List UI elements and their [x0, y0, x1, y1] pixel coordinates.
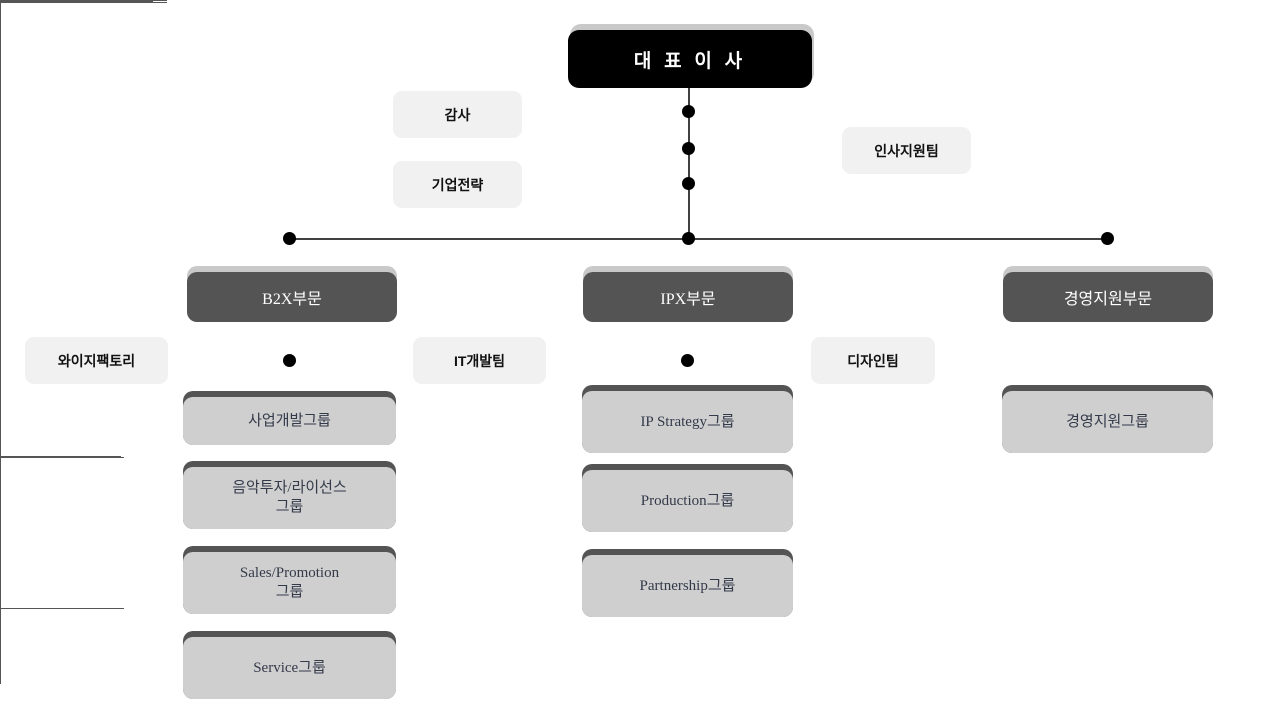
- group-box-b2x-2[interactable]: Sales/Promotion 그룹: [183, 552, 396, 614]
- group-label-ipx-0: IP Strategy그룹: [640, 413, 735, 430]
- side-unit-label-design: 디자인팀: [847, 352, 899, 369]
- division-drop-ipx: [0, 39, 1, 75]
- ipx-spine-line: [0, 458, 1, 608]
- side-unit-connector-ygfactory: [0, 456, 121, 457]
- staff-connector-audit: [0, 0, 167, 1]
- division-bus-line: [289, 238, 1108, 240]
- group-box-b2x-1[interactable]: 음악투자/라이선스 그룹: [183, 467, 396, 529]
- staff-box-audit[interactable]: 감사: [393, 91, 522, 138]
- side-unit-box-ygfactory[interactable]: 와이지팩토리: [25, 337, 168, 384]
- division-node-ipx: [682, 232, 695, 245]
- staff-node-strategy: [682, 177, 695, 190]
- ceo-spine-line: [688, 88, 690, 240]
- division-label-admin: 경영지원부문: [1063, 291, 1153, 308]
- group-label-ipx-2: Partnership그룹: [639, 577, 736, 594]
- staff-label-hr: 인사지원팀: [874, 142, 939, 159]
- side-unit-connector-design: [0, 608, 124, 609]
- division-box-b2x[interactable]: B2X부문: [187, 272, 397, 322]
- group-box-ipx-0[interactable]: IP Strategy그룹: [582, 391, 793, 453]
- group-box-ipx-2[interactable]: Partnership그룹: [582, 555, 793, 617]
- group-label-b2x-3: Service그룹: [253, 659, 326, 676]
- division-box-admin[interactable]: 경영지원부문: [1003, 272, 1213, 322]
- division-box-ipx[interactable]: IPX부문: [583, 272, 793, 322]
- side-unit-node-ipx: [681, 354, 694, 367]
- staff-label-strategy: 기업전략: [431, 176, 484, 193]
- staff-box-hr[interactable]: 인사지원팀: [842, 127, 971, 174]
- side-unit-label-ygfactory: 와이지팩토리: [57, 352, 136, 369]
- group-label-b2x-1-line1: 음악투자/라이선스: [232, 480, 347, 497]
- side-unit-box-design[interactable]: 디자인팀: [811, 337, 935, 384]
- group-label-b2x-1-line2: 그룹: [275, 499, 304, 515]
- side-unit-box-itdev[interactable]: IT개발팀: [413, 337, 546, 384]
- division-label-b2x: B2X부문: [262, 291, 322, 308]
- group-label-b2x-0: 사업개발그룹: [248, 412, 331, 429]
- side-unit-connector-itdev: [0, 457, 124, 458]
- group-label-b2x-2-line2: 그룹: [275, 584, 304, 600]
- group-label-b2x-2-line1: Sales/Promotion: [239, 565, 340, 582]
- division-drop-b2x: [0, 3, 1, 39]
- division-label-ipx: IPX부문: [660, 291, 716, 308]
- staff-box-strategy[interactable]: 기업전략: [393, 161, 522, 208]
- group-box-b2x-0[interactable]: 사업개발그룹: [183, 397, 396, 445]
- group-box-ipx-1[interactable]: Production그룹: [582, 470, 793, 532]
- side-unit-node-b2x: [283, 354, 296, 367]
- admin-spine-line: [0, 609, 1, 684]
- b2x-spine-line: [0, 111, 1, 456]
- division-node-admin: [1101, 232, 1114, 245]
- staff-label-audit: 감사: [444, 106, 471, 123]
- ceo-label: 대 표 이 사: [633, 50, 747, 72]
- group-box-b2x-3[interactable]: Service그룹: [183, 637, 396, 699]
- staff-node-hr: [682, 142, 695, 155]
- group-label-admin-0: 경영지원그룹: [1066, 413, 1149, 430]
- side-unit-label-itdev: IT개발팀: [453, 352, 506, 369]
- division-node-b2x: [283, 232, 296, 245]
- staff-connector-hr: [0, 1, 153, 2]
- group-box-admin-0[interactable]: 경영지원그룹: [1002, 391, 1213, 453]
- group-label-ipx-1: Production그룹: [640, 492, 735, 509]
- staff-connector-strategy: [0, 2, 167, 3]
- division-drop-admin: [0, 75, 1, 111]
- staff-node-audit: [682, 105, 695, 118]
- ceo-box[interactable]: 대 표 이 사: [568, 30, 812, 88]
